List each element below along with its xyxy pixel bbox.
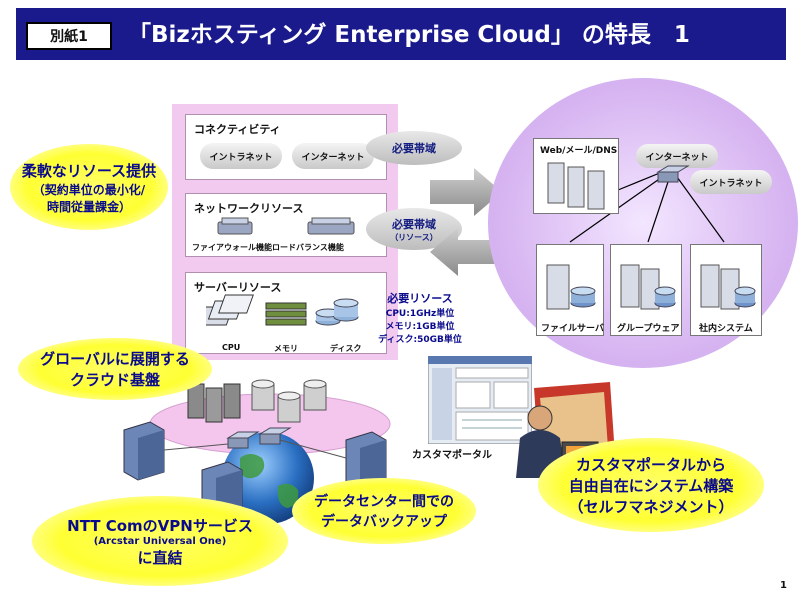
bandwidth-ellipse-1: 必要帯域 bbox=[366, 131, 462, 165]
file-server-box: ファイルサーバ bbox=[536, 244, 604, 336]
header-bar bbox=[16, 8, 786, 60]
connectivity-section: コネクティビティ イントラネット インターネット bbox=[185, 114, 387, 180]
internet-cloud: インターネット bbox=[292, 143, 374, 169]
requirements-title: 必要リソース bbox=[387, 292, 453, 305]
backup-line1: データセンター間での bbox=[314, 494, 454, 510]
requirements-disk: ディスク:50GB単位 bbox=[378, 335, 462, 345]
portal-line2: 自由自在にシステム構築 bbox=[568, 476, 734, 495]
page-title: 「Bizホスティング Enterprise Cloud」 の特長 1 bbox=[128, 22, 690, 48]
requirements-cpu: CPU:1GHz単位 bbox=[385, 309, 455, 319]
flexible-line1: 柔軟なリソース提供 bbox=[21, 161, 157, 180]
memory-label: メモリ bbox=[274, 344, 298, 353]
bubble-customer-portal: カスタマポータルから 自由自在にシステム構築 （セルフマネジメント） bbox=[538, 438, 764, 532]
memory-icon bbox=[265, 302, 307, 326]
disk-label: ディスク bbox=[330, 344, 362, 353]
network-section: ネットワークリソース ファイアウォール機能ロードバランス機能 bbox=[185, 193, 387, 257]
groupware-server-icon bbox=[620, 264, 676, 310]
flow-arrows bbox=[430, 168, 502, 276]
cpu-icon bbox=[206, 294, 254, 326]
flexible-line3: 時間従量課金） bbox=[46, 199, 131, 214]
bandwidth-label-2-sub: （リソース） bbox=[390, 232, 438, 242]
global-line1: グローバルに展開する bbox=[40, 350, 190, 368]
bubble-global-cloud: グローバルに展開する クラウド基盤 bbox=[18, 338, 212, 400]
file-server-label: ファイルサーバ bbox=[541, 324, 604, 334]
bubble-flexible-resources: 柔軟なリソース提供 （契約単位の最小化/ 時間従量課金） bbox=[10, 144, 168, 230]
file-server-icon bbox=[546, 264, 596, 310]
dc-intranet-cloud: イントラネット bbox=[690, 170, 772, 194]
router-icon bbox=[656, 165, 690, 183]
storage-cylinders-icon bbox=[251, 379, 327, 423]
appendix-badge: 別紙1 bbox=[26, 22, 112, 50]
bubble-vpn-service: NTT ComのVPNサービス (Arcstar Universal One) … bbox=[32, 496, 288, 586]
flexible-line2: （契約単位の最小化/ bbox=[32, 182, 146, 197]
backup-line2: データバックアップ bbox=[321, 514, 447, 530]
vpn-line3: に直結 bbox=[137, 548, 183, 567]
portal-label: カスタマポータル bbox=[412, 450, 492, 461]
server-title: サーバーリソース bbox=[194, 281, 282, 294]
web-mail-dns-box: Web/メール/DNS bbox=[533, 138, 619, 214]
bandwidth-label-2: 必要帯域 bbox=[392, 217, 436, 231]
page-number: 1 bbox=[780, 580, 787, 591]
bubble-data-backup: データセンター間での データバックアップ bbox=[292, 478, 476, 544]
network-functions-label: ファイアウォール機能ロードバランス機能 bbox=[192, 243, 344, 252]
internal-system-label: 社内システム bbox=[699, 324, 753, 334]
server-section: サーバーリソース CPU メモリ ディスク bbox=[185, 272, 387, 354]
connectivity-title: コネクティビティ bbox=[194, 123, 281, 136]
routers-icon bbox=[226, 427, 292, 449]
network-title: ネットワークリソース bbox=[194, 202, 304, 215]
groupware-box: グループウェア bbox=[610, 244, 682, 336]
disk-icon bbox=[315, 298, 359, 326]
cpu-label: CPU bbox=[222, 343, 241, 352]
global-infrastructure-illustration bbox=[123, 379, 391, 524]
portal-line3: （セルフマネジメント） bbox=[568, 497, 734, 516]
requirements-memory: メモリ:1GB単位 bbox=[385, 322, 455, 332]
web-servers-icon bbox=[547, 162, 605, 210]
dc-internet-cloud: インターネット bbox=[636, 144, 718, 168]
bandwidth-label-1: 必要帯域 bbox=[392, 142, 436, 155]
global-line2: クラウド基盤 bbox=[69, 371, 160, 389]
vpn-line1: NTT ComのVPNサービス bbox=[67, 516, 253, 535]
rack-icon bbox=[187, 383, 241, 423]
arrow-left-icon bbox=[430, 228, 502, 276]
web-mail-dns-label: Web/メール/DNS bbox=[540, 146, 618, 156]
vpn-line2: (Arcstar Universal One) bbox=[93, 535, 227, 547]
network-devices-icon bbox=[217, 217, 355, 235]
groupware-label: グループウェア bbox=[617, 324, 680, 334]
intranet-cloud: イントラネット bbox=[200, 143, 282, 169]
internal-system-server-icon bbox=[700, 264, 756, 310]
arrow-right-icon bbox=[430, 168, 502, 216]
portal-line1: カスタマポータルから bbox=[575, 455, 726, 474]
internal-system-box: 社内システム bbox=[690, 244, 762, 336]
portal-screenshot-icon bbox=[428, 356, 532, 444]
